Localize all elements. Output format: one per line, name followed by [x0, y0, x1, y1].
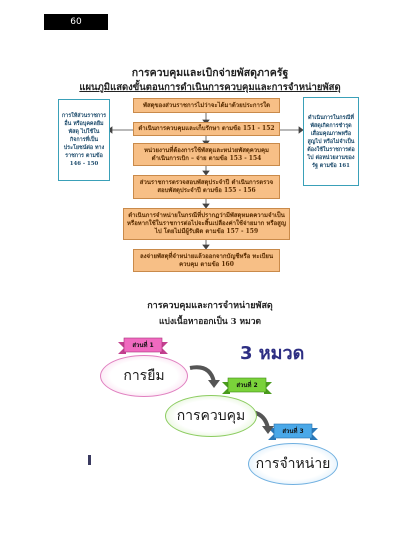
category-ribbons	[118, 337, 318, 440]
flow-step-2: ดำเนินการควบคุมและเก็บรักษา ตามข้อ 151 -…	[133, 122, 280, 136]
flow-step-5: ดำเนินการจำหน่ายในกรณีที่ปรากฏว่ามีพัสดุ…	[123, 208, 290, 240]
side-box-disposal: ดำเนินการในกรณีที่ พัสดุเกิดการชำรุด เสื…	[303, 97, 359, 186]
page-title: การควบคุมและเบิกจ่ายพัสดุภาครัฐ	[131, 67, 289, 79]
flow-step-1: พัสดุของส่วนราชการไม่ว่าจะได้มาด้วยประกา…	[133, 98, 280, 113]
section-subtitle: แบ่งเนื้อหาออกเป็น 3 หมวด	[158, 317, 262, 327]
category-tag-2: ส่วนที่ 2	[236, 382, 258, 389]
category-count: 3 หมวด	[240, 343, 305, 364]
flow-step-4: ส่วนราชการตรวจสอบพัสดุประจำปี ดำเนินการต…	[133, 175, 280, 199]
chart-subtitle: แผนภูมิแสดงขั้นตอนการดำเนินการควบคุมและก…	[79, 82, 341, 93]
text-cursor-mark	[88, 455, 91, 465]
category-tag-1: ส่วนที่ 1	[132, 342, 154, 349]
category-borrowing: การยืม	[100, 355, 188, 397]
side-box-lending: การให้ส่วนราชการอื่น หรือบุคคลยืมพัสดุ ไ…	[58, 99, 110, 181]
category-disposal: การจำหน่าย	[248, 443, 338, 485]
category-control: การควบคุม	[165, 395, 257, 437]
flow-step-6: ลงจ่ายพัสดุที่จำหน่ายแล้วออกจากบัญชีหรือ…	[133, 249, 280, 272]
section-title: การควบคุมและการจำหน่ายพัสดุ	[147, 301, 273, 311]
page-number: 60	[44, 14, 108, 30]
category-tag-3: ส่วนที่ 3	[282, 428, 304, 435]
flow-step-3: หน่วยงานที่ต้องการใช้พัสดุและหน่วยพัสดุค…	[133, 143, 280, 166]
